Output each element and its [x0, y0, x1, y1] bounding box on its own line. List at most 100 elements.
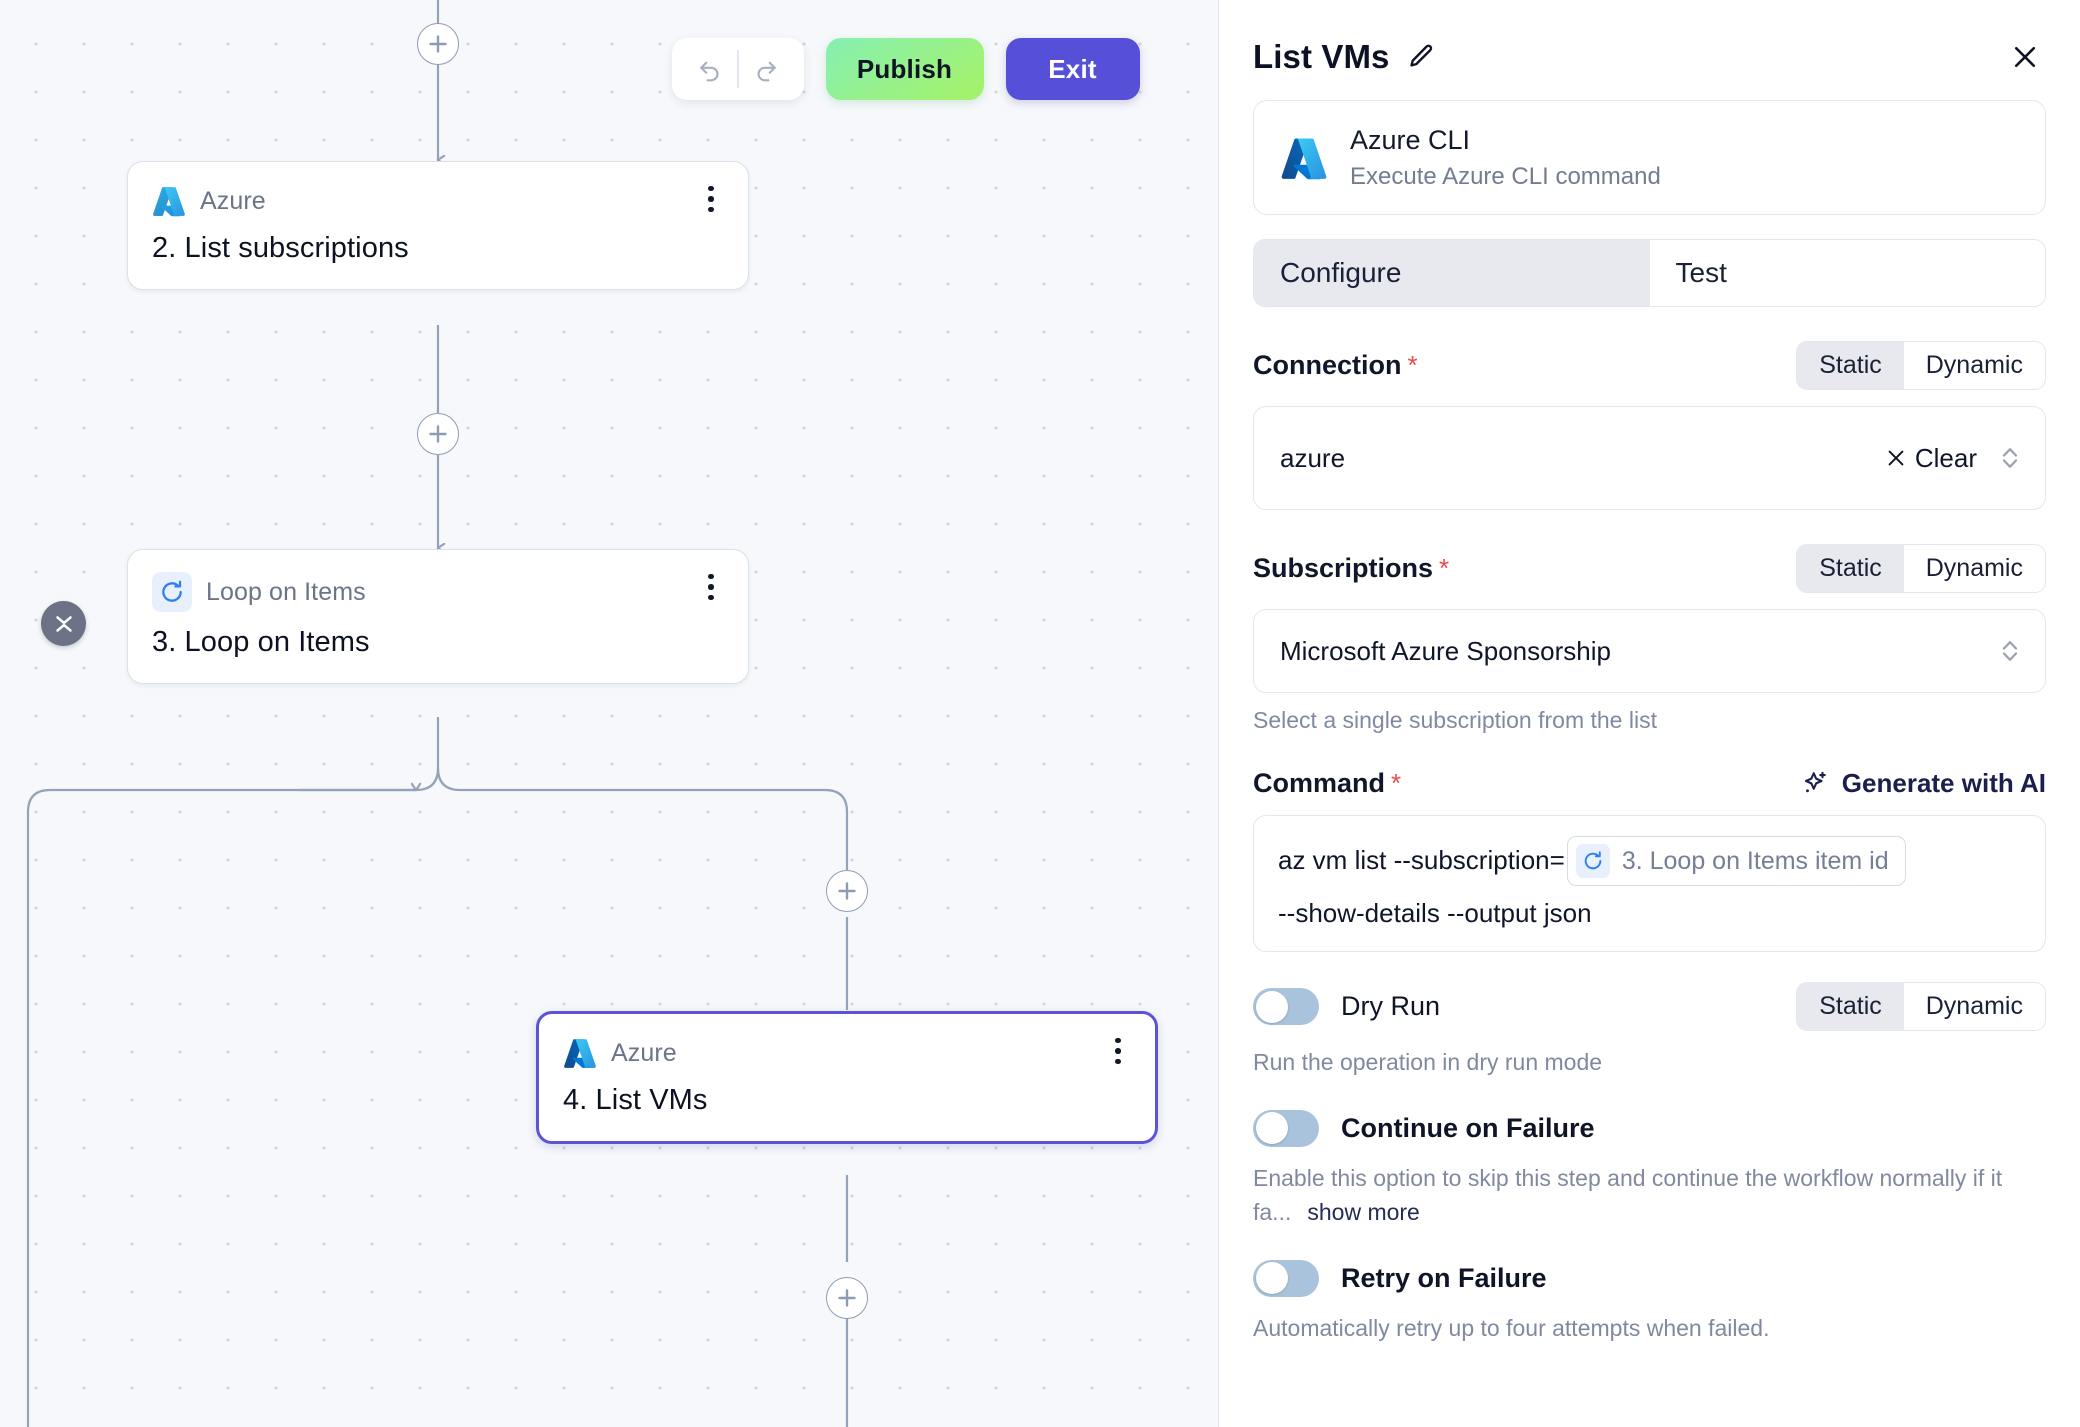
subscriptions-mode-static[interactable]: Static [1797, 545, 1904, 593]
node-header: Loop on Items [128, 550, 748, 612]
subscriptions-select[interactable]: Microsoft Azure Sponsorship [1253, 609, 2046, 694]
retry-on-failure-toggle[interactable] [1253, 1259, 1319, 1297]
subscriptions-mode-toggle: Static Dynamic [1796, 544, 2046, 594]
exit-button[interactable]: Exit [1005, 38, 1140, 100]
command-text-before: az vm list --subscription= [1278, 845, 1565, 876]
retry-on-failure-label: Retry on Failure [1341, 1262, 1547, 1293]
node-title: 4. List VMs [563, 1084, 708, 1116]
subscriptions-field: Subscriptions * Static Dynamic Microsoft… [1253, 544, 2046, 734]
connection-mode-dynamic[interactable]: Dynamic [1925, 351, 2023, 380]
continue-on-failure-label: Continue on Failure [1341, 1112, 1595, 1143]
collapse-branch-button[interactable] [41, 601, 86, 646]
toggle-knob [1255, 990, 1288, 1023]
generate-with-ai-button[interactable]: Generate with AI [1800, 768, 2046, 799]
command-token-chip[interactable]: 3. Loop on Items item id [1566, 836, 1906, 887]
command-line-1: az vm list --subscription= 3. Loop on It… [1278, 836, 2021, 887]
continue-on-failure-toggle[interactable] [1253, 1109, 1319, 1147]
command-input[interactable]: az vm list --subscription= 3. Loop on It… [1253, 815, 2046, 953]
required-asterisk: * [1439, 553, 1450, 584]
connection-select[interactable]: azure Clear [1253, 406, 2046, 511]
panel-header: List VMs [1253, 0, 2046, 100]
subscriptions-label: Subscriptions [1253, 553, 1434, 584]
command-field: Command * Generate with AI az vm list --… [1253, 768, 2046, 953]
rename-step-button[interactable] [1406, 42, 1436, 72]
connection-label-row: Connection * Static Dynamic [1253, 341, 2046, 391]
undo-button[interactable] [682, 38, 737, 100]
add-step-button-3[interactable] [826, 870, 868, 912]
undo-redo-group [672, 38, 804, 100]
pencil-icon [1409, 44, 1432, 67]
node-brand-label: Azure [611, 1038, 677, 1067]
redo-icon [757, 61, 776, 82]
continue-on-failure-text: Enable this option to skip this step and… [1253, 1164, 2003, 1226]
close-panel-button[interactable] [2004, 36, 2046, 78]
toggle-knob [1255, 1112, 1288, 1145]
page-title: List VMs [1253, 38, 1390, 75]
dry-run-toggle[interactable] [1253, 988, 1319, 1026]
chevron-updown-icon [2002, 641, 2018, 662]
dry-run-mode-static[interactable]: Static [1797, 983, 1904, 1031]
tab-configure[interactable]: Configure [1254, 240, 1650, 307]
continue-on-failure-description: Enable this option to skip this step and… [1253, 1161, 2046, 1230]
connection-mode-static[interactable]: Static [1797, 342, 1904, 390]
node-menu-button[interactable] [1101, 1032, 1135, 1070]
dry-run-description: Run the operation in dry run mode [1253, 1049, 1603, 1076]
chevron-updown-icon [2002, 448, 2018, 469]
connection-value: azure [1280, 442, 1346, 473]
connection-clear-button[interactable]: Clear [1885, 443, 1977, 474]
loop-icon-container [152, 572, 192, 612]
collapse-chevrons-icon [55, 615, 72, 632]
dry-run-mode-toggle: Static Dynamic [1796, 982, 2046, 1032]
close-icon [2014, 46, 2036, 68]
plus-icon [838, 1289, 856, 1307]
workflow-node-loop-on-items[interactable]: Loop on Items 3. Loop on Items [127, 549, 749, 684]
plus-icon [429, 425, 447, 443]
token-icon-container [1575, 844, 1610, 879]
dry-run-mode-dynamic[interactable]: Dynamic [1925, 992, 2023, 1021]
show-more-link[interactable]: show more [1307, 1199, 1420, 1226]
integration-name: Azure CLI [1350, 125, 1471, 155]
command-text-after: --show-details --output json [1278, 898, 1592, 929]
ai-label: Generate with AI [1841, 768, 2046, 799]
continue-on-failure-row: Continue on Failure [1253, 1109, 2046, 1147]
add-step-button-1[interactable] [417, 23, 459, 65]
publish-button[interactable]: Publish [825, 38, 984, 100]
plus-icon [429, 35, 447, 53]
connection-chevron[interactable] [1999, 443, 2021, 473]
step-config-panel: List VMs Azure CLI Execute Azure CLI co [1218, 0, 2080, 1427]
add-step-button-2[interactable] [417, 413, 459, 455]
node-title: 2. List subscriptions [152, 232, 409, 264]
workflow-edges [26, 0, 849, 1427]
redo-button[interactable] [739, 38, 794, 100]
node-header: Azure [539, 1014, 1155, 1070]
dry-run-row: Dry Run Static Dynamic [1253, 982, 2046, 1032]
toolbar-divider [737, 50, 739, 88]
panel-tabs: Configure Test [1253, 239, 2046, 308]
required-asterisk: * [1407, 350, 1418, 381]
tab-test[interactable]: Test [1675, 257, 1727, 289]
subscriptions-chevron[interactable] [1999, 636, 2021, 666]
command-label-row: Command * Generate with AI [1253, 768, 2046, 799]
token-label: 3. Loop on Items item id [1621, 846, 1889, 875]
workflow-node-list-subscriptions[interactable]: Azure 2. List subscriptions [127, 161, 749, 290]
integration-card: Azure CLI Execute Azure CLI command [1253, 100, 2046, 216]
azure-icon [1281, 138, 1327, 179]
close-icon [1888, 450, 1904, 466]
sparkle-icon [1804, 771, 1826, 792]
loop-icon [162, 580, 182, 602]
node-brand-label: Loop on Items [206, 577, 366, 606]
plus-icon [838, 882, 856, 900]
required-asterisk: * [1391, 768, 1402, 799]
workflow-canvas[interactable]: Publish Exit [0, 0, 1218, 1427]
subscriptions-mode-dynamic[interactable]: Dynamic [1925, 554, 2023, 583]
toggle-knob [1255, 1262, 1288, 1295]
node-menu-button[interactable] [694, 568, 728, 606]
workflow-node-list-vms[interactable]: Azure 4. List VMs [536, 1011, 1158, 1144]
add-step-button-4[interactable] [826, 1277, 868, 1319]
dry-run-label: Dry Run [1341, 991, 1441, 1022]
undo-icon [699, 61, 719, 82]
command-label: Command [1253, 768, 1386, 799]
subscriptions-helper-text: Select a single subscription from the li… [1253, 707, 1657, 734]
node-title: 3. Loop on Items [152, 626, 370, 658]
node-menu-button[interactable] [694, 180, 728, 218]
